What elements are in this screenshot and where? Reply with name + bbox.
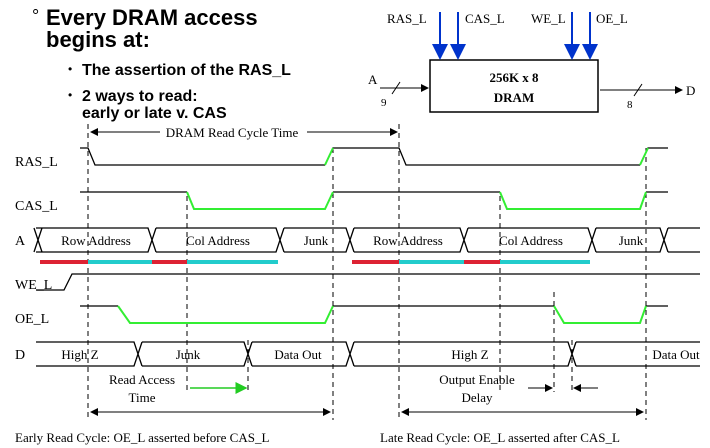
cas-low-1 — [186, 191, 334, 210]
dram-size: 256K x 8 — [489, 70, 539, 85]
output-enable-line2: Delay — [461, 390, 493, 405]
late-read-caption: Late Read Cycle: OE_L asserted after CAS… — [380, 430, 620, 445]
data-seg-dataout-2 — [576, 341, 700, 367]
bullet-item-early-late: early or late v. CAS — [82, 105, 227, 122]
addr-field-junk-1: Junk — [304, 233, 329, 248]
heading: ° Every DRAM access begins at: • The ass… — [32, 5, 291, 122]
signal-label-data: D — [15, 348, 25, 363]
output-enable-line1: Output Enable — [439, 372, 515, 387]
signal-label-ras: RAS_L — [15, 155, 58, 170]
addr-field-junk-2: Junk — [619, 233, 644, 248]
bullet-item-ras: The assertion of the RAS_L — [82, 62, 291, 79]
data-seg-highz-1 — [36, 341, 143, 367]
data-field-dataout-1: Data Out — [274, 347, 322, 362]
addr-seg-col2 — [468, 227, 597, 253]
signal-label-we: WE_L — [15, 278, 52, 293]
heading-line2: begins at: — [46, 27, 150, 52]
addr-field-labels: Row Address Col Address Junk Row Address… — [61, 233, 644, 248]
ras-waveform — [80, 147, 668, 166]
data-seg-junk-1 — [142, 341, 253, 367]
oe-low-2 — [553, 305, 647, 324]
signal-label-cas: CAS_L — [15, 199, 58, 214]
bullet-item-ways: 2 ways to read: — [82, 88, 198, 105]
early-read-caption: Early Read Cycle: OE_L asserted before C… — [15, 430, 269, 445]
addr-field-row-1: Row Address — [61, 233, 131, 248]
read-access-annotation: Read Access Time — [109, 372, 248, 405]
oe-low-1 — [117, 305, 334, 324]
pin-oe-label: OE_L — [596, 11, 628, 26]
pin-cas-label: CAS_L — [465, 11, 505, 26]
ras-wave-2 — [324, 147, 640, 166]
data-field-highz-2: High Z — [451, 347, 488, 362]
addr-seg-row2 — [354, 227, 469, 253]
addr-bus-waveform — [33, 227, 700, 253]
data-seg-highz-2 — [354, 341, 577, 367]
addr-seg-junk2 — [596, 227, 669, 253]
we-wave — [36, 273, 700, 291]
signal-label-oe: OE_L — [15, 312, 49, 327]
read-access-line1: Read Access — [109, 372, 175, 387]
dram-name: DRAM — [494, 90, 534, 105]
cas-low-highlight — [186, 191, 647, 210]
addr-field-row-2: Row Address — [373, 233, 443, 248]
cycle-time-indicator: DRAM Read Cycle Time — [90, 125, 398, 140]
addr-seg-col1 — [156, 227, 285, 253]
dram-block-diagram: 256K x 8 DRAM RAS_L CAS_L WE_L OE_L A 9 … — [368, 11, 695, 113]
addr-seg-row1 — [42, 227, 157, 253]
heading-line1: Every DRAM access — [46, 5, 258, 30]
data-field-labels: High Z Junk Data Out High Z Data Out — [61, 347, 700, 362]
addr-field-col-2: Col Address — [499, 233, 563, 248]
cas-low-2 — [499, 191, 647, 210]
pin-we-label: WE_L — [531, 11, 566, 26]
pin-ras-label: RAS_L — [387, 11, 427, 26]
ras-wave-1 — [80, 147, 325, 166]
addr-seg-junk1 — [284, 227, 355, 253]
oe-low-highlight — [117, 305, 647, 324]
signal-labels: RAS_L CAS_L A WE_L OE_L D — [15, 155, 58, 363]
data-bus-slash — [633, 83, 643, 97]
data-field-junk-1: Junk — [176, 347, 201, 362]
heading-bullet: ° — [32, 6, 39, 26]
signal-label-addr: A — [15, 234, 26, 249]
data-field-dataout-2: Data Out — [652, 347, 700, 362]
cycle-time-label: DRAM Read Cycle Time — [166, 125, 299, 140]
data-bus-label: D — [686, 83, 695, 98]
addr-bus-label: A — [368, 72, 378, 87]
output-enable-annotation: Output Enable Delay — [439, 372, 598, 405]
addr-bus-slash — [391, 81, 401, 95]
data-bus-width: 8 — [627, 99, 633, 111]
data-seg-dataout-1 — [252, 341, 355, 367]
data-field-highz-1: High Z — [61, 347, 98, 362]
ras-highlights — [324, 147, 649, 166]
sub-bullet-1: • — [68, 62, 72, 76]
addr-field-col-1: Col Address — [186, 233, 250, 248]
data-bus-waveform — [36, 341, 700, 367]
sub-bullet-2: • — [68, 88, 72, 102]
we-waveform — [36, 273, 700, 291]
addr-cross-0 — [33, 227, 43, 253]
dram-box — [429, 59, 599, 113]
addr-bus-width: 9 — [381, 97, 387, 109]
read-access-line2: Time — [129, 390, 156, 405]
